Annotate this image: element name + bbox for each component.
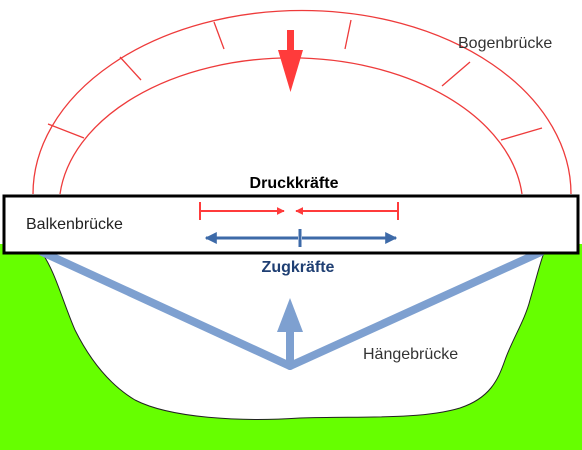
arch-segment — [344, 19, 352, 50]
tension-arrows — [204, 229, 398, 247]
suspension-cable-right — [286, 248, 545, 370]
arch-segment — [119, 56, 142, 81]
arch-segment — [500, 127, 543, 141]
arch-bridge-label: Bogenbrücke — [458, 35, 552, 52]
compression-arrows — [199, 202, 399, 220]
tension-label: Zugkräfte — [262, 259, 335, 276]
suspension-cable-left — [38, 248, 294, 370]
arch-outer — [32, 9, 572, 195]
compression-label: Druckkräfte — [250, 175, 339, 192]
beam-bridge-label: Balkenbrücke — [26, 216, 123, 233]
beam-bridge — [2, 194, 580, 255]
arch-load-arrow-icon — [278, 30, 303, 92]
suspension-bridge — [38, 248, 545, 370]
arch-segment — [213, 21, 225, 50]
suspension-bridge-label: Hängebrücke — [363, 346, 458, 363]
arch-segment — [441, 61, 471, 87]
suspension-load-arrow-icon — [277, 298, 303, 366]
arch-segment — [47, 123, 85, 139]
